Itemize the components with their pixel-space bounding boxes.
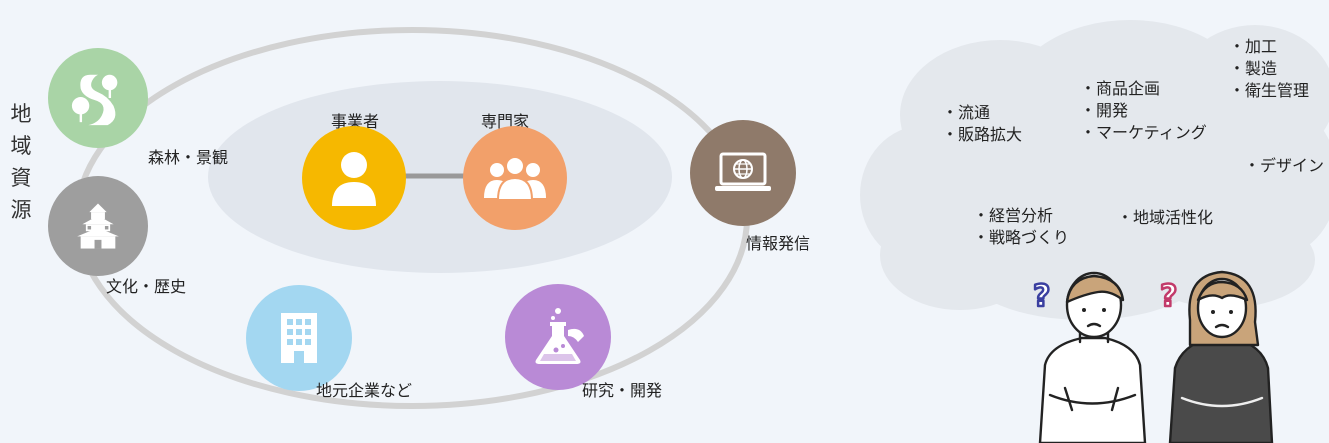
local-companies-node [246, 285, 352, 391]
cloud-group-distribution: ・流通 ・販路拡大 [942, 103, 1023, 144]
svg-text:?: ? [1033, 279, 1050, 314]
culture-node [48, 176, 148, 276]
cloud-group-processing: ・加工 ・製造 ・衛生管理 [1229, 37, 1310, 100]
group-icon [484, 156, 546, 200]
svg-text:?: ? [1160, 279, 1177, 314]
building-icon [281, 313, 317, 363]
info-node [690, 120, 796, 226]
business-node [302, 126, 406, 230]
cloud-group-product: ・商品企画 ・開発 ・マーケティング [1080, 79, 1207, 142]
confused-people-icon: ? ? [1032, 270, 1274, 443]
cloud-shape [860, 20, 1329, 320]
info-label: 情報発信 [746, 234, 811, 253]
person-icon [332, 152, 376, 206]
regional-resources-label: 地 域 資 源 [10, 102, 32, 222]
expert-node [463, 126, 567, 230]
forest-label: 森林・景観 [148, 148, 229, 167]
laptop-globe-icon [715, 152, 771, 191]
flask-icon [535, 308, 584, 364]
cloud-regional-revitalization: ・地域活性化 [1117, 208, 1214, 227]
research-node [505, 284, 611, 390]
cloud-design: ・デザイン [1244, 156, 1325, 175]
cloud-group-management: ・経営分析 ・戦略づくり [973, 206, 1070, 247]
castle-icon [77, 203, 119, 249]
local-companies-label: 地元企業など [316, 381, 413, 400]
forest-node [48, 48, 148, 148]
research-label: 研究・開発 [582, 381, 663, 400]
culture-label: 文化・歴史 [106, 277, 187, 296]
forest-path-icon [71, 74, 118, 126]
